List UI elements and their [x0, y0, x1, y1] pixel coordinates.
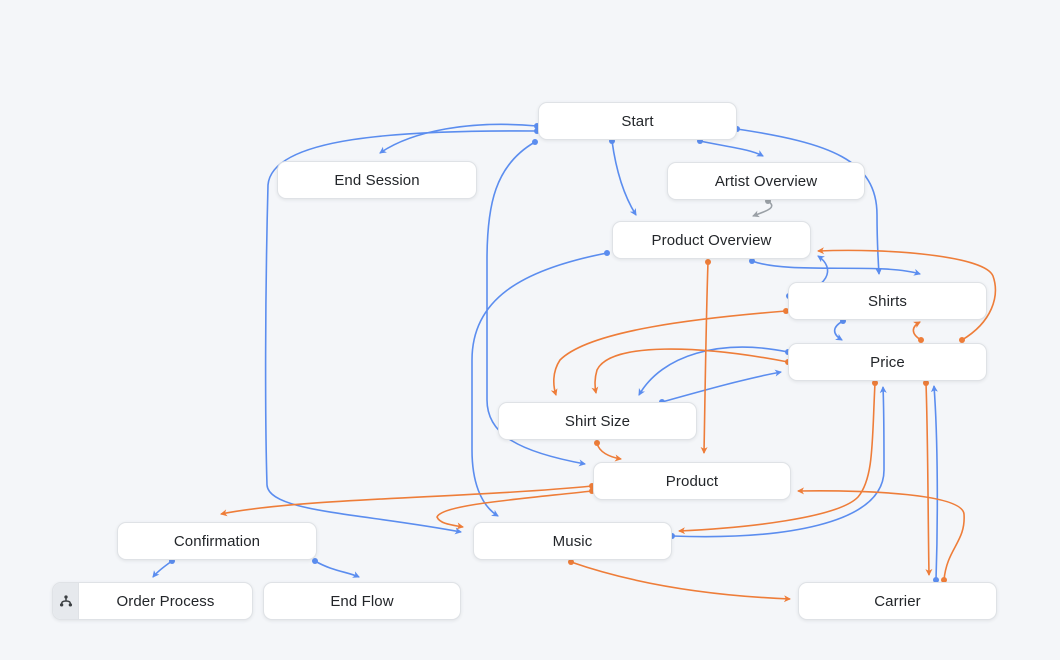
node-label: Order Process: [116, 592, 215, 610]
edge-source-handle: [604, 250, 610, 256]
edge-start-to-artist-overview: [699, 140, 764, 157]
node-label: Product Overview: [651, 231, 772, 249]
node-shirt-size[interactable]: Shirt Size: [498, 402, 697, 440]
edge-start-to-end-session: [379, 123, 538, 154]
node-start[interactable]: Start: [538, 102, 737, 140]
edge-start-to-product-overview: [611, 140, 637, 216]
edge-source-handle: [705, 259, 711, 265]
node-end-flow[interactable]: End Flow: [263, 582, 461, 620]
node-artist-overview[interactable]: Artist Overview: [667, 162, 865, 200]
edge-product-to-confirmation: [220, 485, 593, 517]
edge-shirt-size-to-product: [596, 442, 622, 462]
node-label: End Flow: [330, 592, 394, 610]
node-label: Product: [665, 472, 719, 490]
edge-product-overview-to-shirts: [751, 260, 921, 276]
edge-product-overview-to-music: [471, 252, 608, 517]
node-label: Confirmation: [173, 532, 261, 550]
edge-price-to-carrier: [925, 382, 933, 576]
node-label: Price: [870, 353, 905, 371]
edge-price-to-shirts: [912, 321, 922, 341]
edge-confirmation-to-end-flow: [314, 560, 360, 578]
edge-music-to-carrier: [570, 561, 791, 603]
node-end-session[interactable]: End Session: [277, 161, 477, 199]
edge-carrier-to-product: [797, 487, 965, 581]
node-price[interactable]: Price: [788, 343, 987, 381]
edge-price-to-music: [678, 382, 876, 535]
flow-branch-icon: [53, 583, 79, 619]
node-product[interactable]: Product: [593, 462, 791, 500]
node-order-process[interactable]: Order Process: [52, 582, 253, 620]
node-label: Carrier: [874, 592, 921, 610]
node-carrier[interactable]: Carrier: [798, 582, 997, 620]
node-label: Music: [552, 532, 593, 550]
edge-artist-overview-to-product-overview: [752, 200, 773, 218]
node-shirts[interactable]: Shirts: [788, 282, 987, 320]
node-label: Artist Overview: [714, 172, 818, 190]
edge-price-to-shirt-size: [591, 348, 789, 394]
node-product-overview[interactable]: Product Overview: [612, 221, 811, 259]
node-label: End Session: [334, 171, 420, 189]
edge-carrier-to-price: [930, 385, 939, 581]
edge-confirmation-to-order-process: [152, 560, 173, 578]
node-label: Shirts: [868, 292, 907, 310]
edge-product-overview-to-product: [700, 261, 709, 454]
node-label: Shirt Size: [564, 412, 631, 430]
edge-source-handle: [594, 440, 600, 446]
node-confirmation[interactable]: Confirmation: [117, 522, 317, 560]
edge-source-handle: [532, 139, 538, 145]
edge-shirt-size-to-price: [661, 369, 782, 403]
edge-price-to-shirt-size: [638, 346, 789, 396]
edge-shirts-to-price: [833, 320, 844, 341]
node-label: Start: [621, 112, 654, 130]
edge-shirts-to-shirt-size: [550, 310, 787, 396]
node-music[interactable]: Music: [473, 522, 672, 560]
